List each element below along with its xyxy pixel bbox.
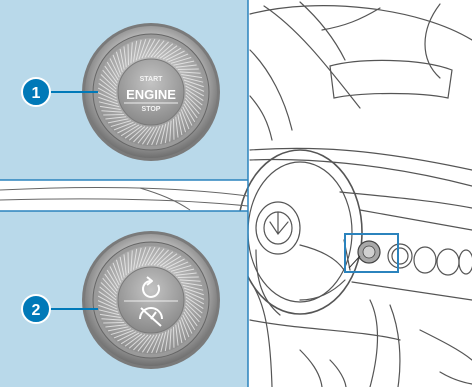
stop-label: STOP bbox=[142, 106, 161, 113]
start-stop-button: START ENGINE STOP bbox=[82, 23, 220, 161]
start-label: START bbox=[140, 76, 164, 83]
engine-label: ENGINE bbox=[126, 87, 176, 102]
car-interior-drawing bbox=[238, 2, 472, 387]
callout-2-number: 2 bbox=[32, 302, 41, 319]
callout-1-number: 1 bbox=[32, 85, 41, 102]
mode-button bbox=[82, 231, 220, 369]
